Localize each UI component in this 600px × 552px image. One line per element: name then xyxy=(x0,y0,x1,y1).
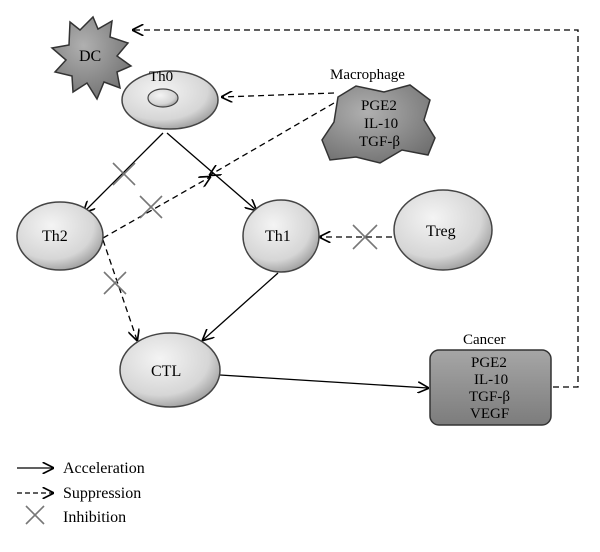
legend-label-acceleration: Acceleration xyxy=(63,460,145,477)
macrophage-factor-3: TGF-β xyxy=(359,134,400,150)
arrow-cancer-to-dc xyxy=(133,30,579,388)
arrow-ctl-to-cancer xyxy=(219,374,428,388)
cancer-factor-3: TGF-β xyxy=(469,389,510,405)
cancer-factor-4: VEGF xyxy=(470,406,509,422)
treg-label: Treg xyxy=(426,223,456,240)
cancer-factor-1: PGE2 xyxy=(471,355,507,371)
arrow-macrophage-to-th0 xyxy=(222,93,335,97)
th0-cell: Th0 xyxy=(121,69,219,130)
th2-label: Th2 xyxy=(42,228,68,245)
ctl-cell: CTL xyxy=(119,332,221,408)
dc-cell: DC xyxy=(50,15,133,101)
cross-icon xyxy=(25,505,45,525)
cancer-title: Cancer xyxy=(463,332,505,348)
arrow-th2-to-th1-path xyxy=(102,177,210,239)
macrophage-cell: Macrophage PGE2 IL-10 TGF-β xyxy=(321,67,436,164)
legend-label-suppression: Suppression xyxy=(63,485,141,502)
legend-item-acceleration: Acceleration xyxy=(17,460,145,477)
arrow-th1-to-ctl xyxy=(203,272,279,340)
legend-item-suppression: Suppression xyxy=(17,485,141,502)
inhibition-cross-th2-th1 xyxy=(139,195,163,219)
treg-cell: Treg xyxy=(393,189,493,271)
legend-label-inhibition: Inhibition xyxy=(63,509,126,526)
inhibition-cross-th0-th2 xyxy=(112,162,136,186)
th1-cell: Th1 xyxy=(242,199,320,273)
inhibition-cross-treg-th1 xyxy=(352,224,378,250)
th0-label: Th0 xyxy=(149,69,173,85)
cancer-factor-2: IL-10 xyxy=(474,372,508,388)
macrophage-factor-2: IL-10 xyxy=(364,116,398,132)
inhibition-cross-th2-ctl xyxy=(103,271,127,295)
legend: Acceleration Suppression Inhibition xyxy=(17,460,145,526)
cancer-cell: Cancer PGE2 IL-10 TGF-β VEGF xyxy=(429,332,552,426)
legend-item-inhibition: Inhibition xyxy=(25,505,126,526)
dc-label: DC xyxy=(79,48,101,65)
th2-cell: Th2 xyxy=(16,201,104,271)
arrow-th0-to-th1 xyxy=(166,132,256,210)
arrow-th2-to-ctl xyxy=(102,239,137,340)
macrophage-title: Macrophage xyxy=(330,67,405,83)
macrophage-factor-1: PGE2 xyxy=(361,98,397,114)
th1-label: Th1 xyxy=(265,228,291,245)
ctl-label: CTL xyxy=(151,363,181,380)
arrow-macrophage-to-th1-path xyxy=(210,102,335,175)
